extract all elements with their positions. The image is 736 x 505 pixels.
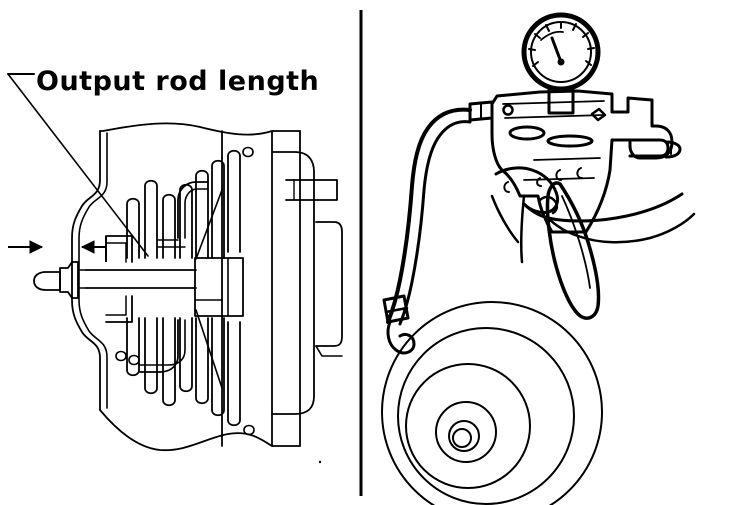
front-seal-bracket-upper-inner xyxy=(105,242,127,263)
pump-slot-left xyxy=(508,125,546,141)
pump-hole-upper-left xyxy=(502,104,514,116)
front-seal-bracket-lower-inner xyxy=(105,295,127,316)
rod-tip-collar xyxy=(59,261,79,299)
pump-detail-hook-a xyxy=(536,177,542,187)
rod-tip-cap xyxy=(33,271,61,291)
hand-pump-body xyxy=(490,89,674,234)
pump-body-top-line-b xyxy=(504,114,605,119)
vacuum-hose-inner xyxy=(398,120,472,326)
inner-diagonal-upper xyxy=(195,189,223,260)
leader-line-diagonal xyxy=(7,73,149,257)
vacuum-hose-outer xyxy=(386,107,472,324)
stud-bottom-small-b xyxy=(128,354,140,366)
pump-body-mid-line xyxy=(533,157,601,161)
hand-crease-a xyxy=(503,181,510,193)
pump-nozzle xyxy=(664,140,682,159)
return-pipe-lower-outer xyxy=(139,319,179,373)
brake-drum-ring-1 xyxy=(381,301,603,505)
stud-top-small xyxy=(242,146,254,158)
diaphragm-spring-fingers-upper xyxy=(126,149,241,259)
brake-booster-cross-section xyxy=(7,73,343,464)
stud-bottom-small-c xyxy=(243,424,255,436)
dimension-arrow-left-pointing xyxy=(80,240,95,254)
brake-drum-ring-4 xyxy=(435,401,497,463)
diaphragm-spring-fingers-lower xyxy=(126,317,241,427)
hand-lower-contour xyxy=(546,212,696,244)
hand-index-finger xyxy=(494,166,560,214)
hand-upper-contour xyxy=(522,192,684,223)
brake-drum-hub-outer xyxy=(448,420,480,452)
stud-bottom-small-a xyxy=(115,350,127,362)
pump-trigger-highlight xyxy=(561,195,591,289)
shell-left-contour-inner xyxy=(78,132,108,409)
front-seal-bracket-lower xyxy=(105,295,133,323)
return-pipe-upper-inner xyxy=(184,188,209,239)
vacuum-gauge-inner-arc xyxy=(540,30,564,41)
pump-grip-edge xyxy=(519,194,526,264)
pump-detail-hook-b xyxy=(576,167,583,179)
vacuum-gauge-ticks xyxy=(528,21,595,67)
vacuum-pump-test-illustration xyxy=(381,12,696,505)
rear-housing xyxy=(271,151,315,415)
hose-end-fitting xyxy=(382,294,410,324)
hand-knuckle xyxy=(538,195,559,215)
front-seal-bracket-upper xyxy=(105,235,133,263)
hose-end-fitting-band xyxy=(384,306,409,314)
mounting-flange xyxy=(315,221,343,347)
brake-drum-ring-3 xyxy=(405,363,531,489)
shell-top-wavy-edge xyxy=(99,122,301,136)
hose-end-nipple xyxy=(386,320,416,355)
page-title: Output rod length xyxy=(36,66,319,97)
output-rod-length-dimension xyxy=(8,236,107,262)
gauge-stem xyxy=(547,87,575,115)
pump-inlet-fitting xyxy=(468,100,494,122)
dimension-arrow-right-pointing xyxy=(29,240,44,254)
reaction-disc-block xyxy=(194,257,244,317)
brake-drum-ring-2 xyxy=(397,327,575,505)
brake-drum-hub-inner xyxy=(452,428,472,448)
inner-diagonal-lower xyxy=(195,309,223,389)
pump-slot-right xyxy=(546,134,594,148)
vacuum-port-tube xyxy=(285,179,338,201)
hand-crease-b xyxy=(555,169,562,181)
mounting-flange-foot xyxy=(315,345,343,357)
registration-dot xyxy=(318,460,322,464)
shell-left-contour-outer xyxy=(71,130,101,411)
shell-bottom-wavy-edge xyxy=(99,409,301,452)
vacuum-gauge-bezel xyxy=(521,12,601,92)
pump-nozzle-barrel xyxy=(628,138,670,158)
vacuum-gauge-needle xyxy=(550,36,563,64)
pump-hole-upper-right xyxy=(590,107,607,122)
vacuum-gauge-needle-hub xyxy=(557,58,565,66)
pump-body-top-line-a xyxy=(502,100,605,105)
hand-thumb-edge xyxy=(490,194,520,244)
